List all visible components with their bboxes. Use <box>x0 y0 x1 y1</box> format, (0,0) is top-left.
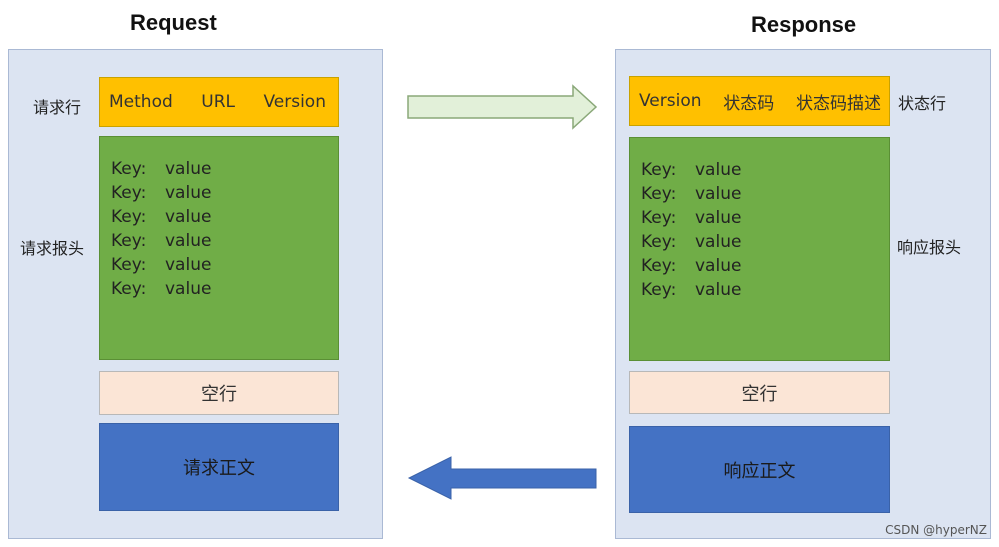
header-row: Key: value <box>111 205 338 229</box>
request-line-box: Method URL Version <box>99 77 339 127</box>
header-key: Key: <box>111 183 147 203</box>
header-row: Key: value <box>111 157 338 181</box>
status-line-box: Version 状态码 状态码描述 <box>629 76 890 126</box>
response-headers-label: 响应报头 <box>897 238 962 257</box>
left-arrow-shape <box>407 456 597 500</box>
version-text: Version <box>639 91 702 111</box>
response-empty-line: 空行 <box>629 371 890 414</box>
left-arrow-icon <box>407 456 597 500</box>
header-key: Key: <box>641 280 677 300</box>
header-row: Key: value <box>641 254 889 278</box>
header-row: Key: value <box>641 230 889 254</box>
response-title: Response <box>751 12 857 37</box>
header-row: Key: value <box>111 181 338 205</box>
header-value: value <box>165 207 212 227</box>
url-text: URL <box>201 92 235 112</box>
header-key: Key: <box>111 255 147 275</box>
status-line-label: 状态行 <box>898 94 947 113</box>
header-value: value <box>695 256 742 276</box>
body-text: 响应正文 <box>723 460 796 482</box>
header-value: value <box>165 255 212 275</box>
header-row: Key: value <box>641 158 889 182</box>
request-title: Request <box>130 10 217 35</box>
status-desc-text: 状态码描述 <box>795 93 881 114</box>
header-value: value <box>695 280 742 300</box>
header-value: value <box>165 279 212 299</box>
header-value: value <box>165 231 212 251</box>
request-line-label: 请求行 <box>33 98 82 117</box>
header-row: Key: value <box>111 229 338 253</box>
status-code-text: 状态码 <box>723 93 775 114</box>
request-empty-line: 空行 <box>99 371 339 415</box>
header-key: Key: <box>641 184 677 204</box>
header-row: Key: value <box>111 253 338 277</box>
header-value: value <box>695 160 742 180</box>
response-body: 响应正文 <box>629 426 890 513</box>
header-key: Key: <box>111 231 147 251</box>
header-value: value <box>695 208 742 228</box>
header-value: value <box>695 184 742 204</box>
header-row: Key: value <box>641 206 889 230</box>
header-key: Key: <box>641 232 677 252</box>
body-text: 请求正文 <box>183 458 255 479</box>
header-value: value <box>695 232 742 252</box>
header-key: Key: <box>641 208 677 228</box>
empty-line-text: 空行 <box>201 384 237 405</box>
header-key: Key: <box>641 256 677 276</box>
header-value: value <box>165 159 212 179</box>
header-key: Key: <box>641 160 677 180</box>
header-key: Key: <box>111 207 147 227</box>
method-text: Method <box>109 92 173 112</box>
header-row: Key: value <box>641 182 889 206</box>
right-arrow-icon <box>407 84 598 130</box>
right-arrow-shape <box>407 84 598 130</box>
header-key: Key: <box>111 279 147 299</box>
header-value: value <box>165 183 212 203</box>
header-row: Key: value <box>641 278 889 302</box>
version-text: Version <box>263 92 326 112</box>
header-key: Key: <box>111 159 147 179</box>
request-headers-label: 请求报头 <box>20 239 85 258</box>
header-row: Key: value <box>111 277 338 301</box>
empty-line-text: 空行 <box>741 383 778 405</box>
request-body: 请求正文 <box>99 423 339 511</box>
watermark: CSDN @hyperNZ <box>885 523 987 537</box>
